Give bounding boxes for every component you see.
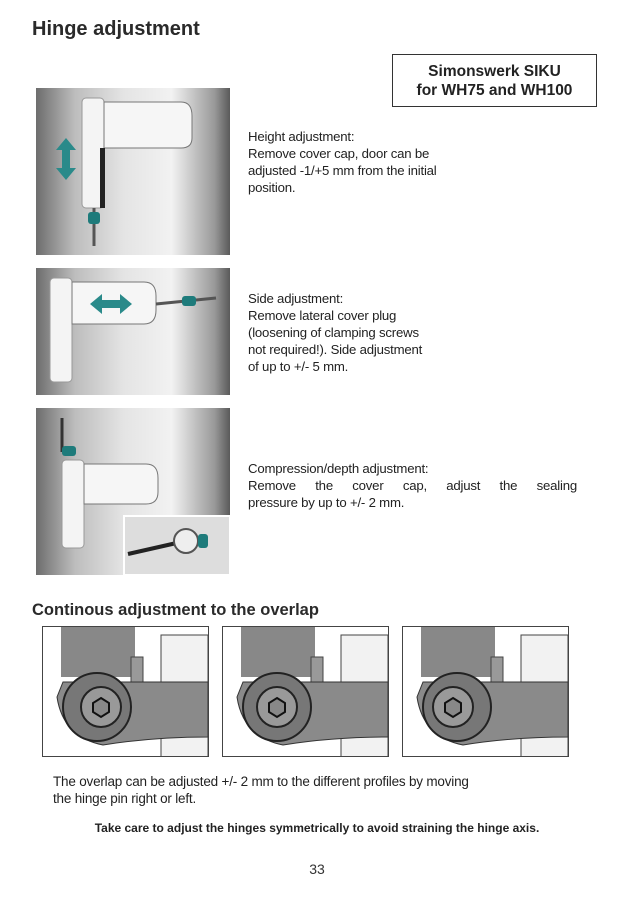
hinge-pin-diagram (236, 627, 388, 756)
hinge-pin-diagram (56, 627, 208, 756)
compression-adjustment-text: Compression/depth adjustment: Remove the… (248, 460, 577, 511)
text-line: position. (248, 180, 296, 195)
section-heading: Compression/depth adjustment: (248, 461, 429, 476)
page-number: 33 (309, 861, 325, 877)
text-line: The overlap can be adjusted +/- 2 mm to … (53, 774, 469, 789)
overlap-heading: Continous adjustment to the overlap (32, 601, 319, 619)
text-line: Remove the cover cap, adjust the sealing (248, 478, 577, 493)
text-line: Remove lateral cover plug (248, 308, 397, 323)
overlap-diagram-right (402, 626, 569, 757)
up-down-arrow-icon (56, 138, 76, 180)
page-title: Hinge adjustment (32, 18, 200, 40)
text-line: adjusted -1/+5 mm from the initial (248, 163, 437, 178)
model-line-1: Simonswerk SIKU (428, 63, 561, 80)
section-heading: Height adjustment: (248, 129, 355, 144)
hinge-illustration (49, 277, 217, 383)
side-adjustment-text: Side adjustment: Remove lateral cover pl… (248, 290, 422, 375)
hinge-illustration (60, 418, 230, 575)
warning-note: Take care to adjust the hinges symmetric… (94, 821, 540, 835)
text-line: pressure by up to +/- 2 mm. (248, 495, 405, 510)
overlap-diagram-left (42, 626, 209, 757)
model-box: Simonswerk SIKU for WH75 and WH100 (392, 54, 597, 107)
side-adjustment-image (36, 268, 230, 395)
model-line-2: for WH75 and WH100 (416, 82, 573, 99)
text-line: Remove cover cap, door can be (248, 146, 430, 161)
text-line: of up to +/- 5 mm. (248, 359, 349, 374)
compression-adjustment-image (36, 408, 230, 575)
hinge-pin-diagram (416, 627, 568, 756)
overlap-diagram-center (222, 626, 389, 757)
text-line: (loosening of clamping screws (248, 325, 419, 340)
height-adjustment-text: Height adjustment: Remove cover cap, doo… (248, 128, 437, 196)
text-line: the hinge pin right or left. (53, 791, 196, 806)
left-right-arrow-icon (90, 294, 132, 314)
hinge-illustration (56, 97, 193, 246)
overlap-paragraph: The overlap can be adjusted +/- 2 mm to … (53, 773, 469, 807)
height-adjustment-image (36, 88, 230, 255)
section-heading: Side adjustment: (248, 291, 344, 306)
text-line: not required!). Side adjustment (248, 342, 423, 357)
